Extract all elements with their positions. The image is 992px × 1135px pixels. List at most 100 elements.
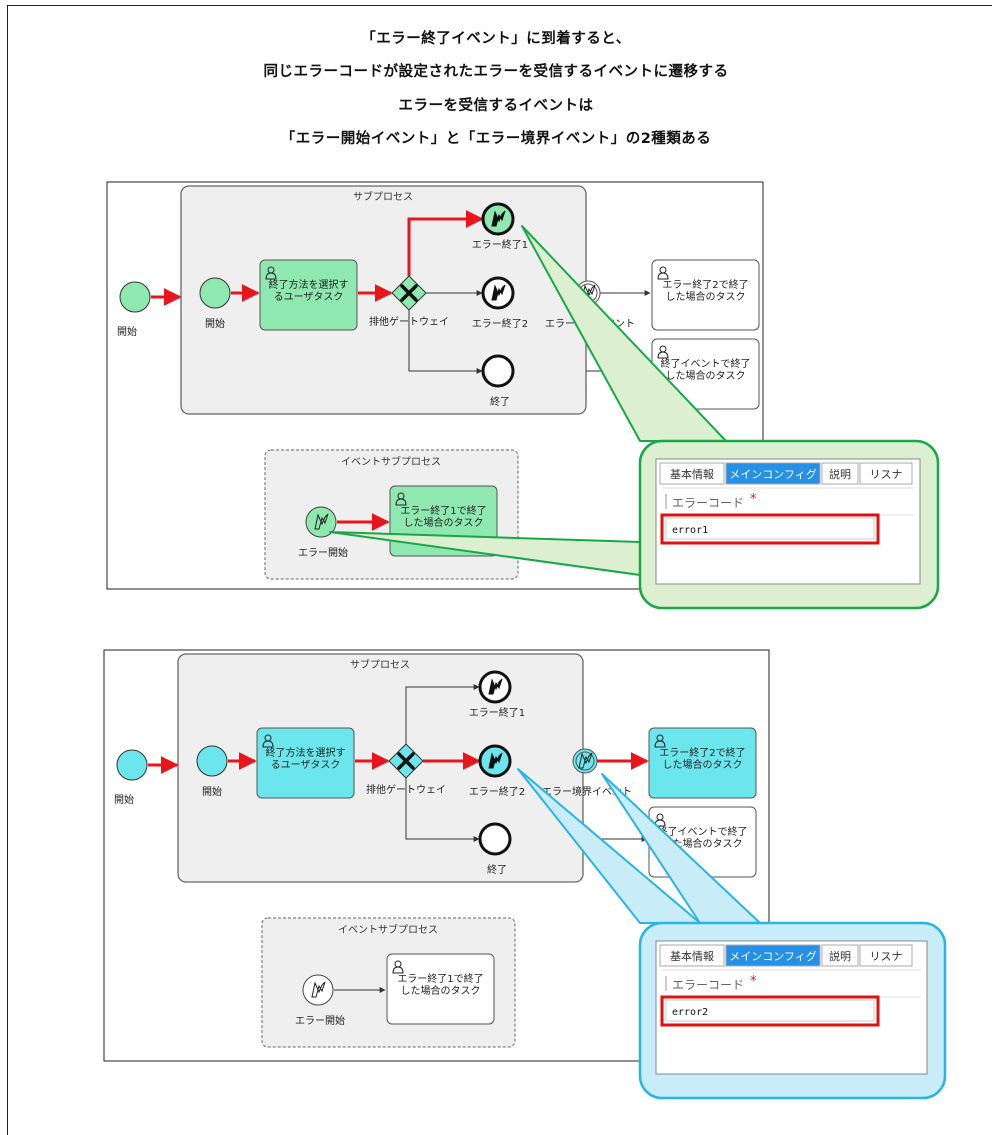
task-error-end-2[interactable] xyxy=(648,727,757,799)
error-boundary-event-inner xyxy=(575,751,595,771)
user-icon xyxy=(657,266,669,280)
task-error-end-2-label: した場合のタスク xyxy=(666,290,746,303)
error-code-highlight xyxy=(660,513,880,545)
tab-label: 説明 xyxy=(829,949,851,963)
inner-start-label: 開始 xyxy=(205,317,225,330)
task-normal-end-label: 終了イベントで終了 xyxy=(661,357,751,370)
error-end-2-label: エラー終了2 xyxy=(472,317,528,330)
error-code-label: エラーコード xyxy=(672,496,744,510)
error-end-2-label: エラー終了2 xyxy=(469,785,525,798)
user-task[interactable] xyxy=(256,727,355,799)
task-normal-end-label: した場合のタスク xyxy=(663,837,743,850)
required-mark: * xyxy=(750,974,757,989)
heading-line-2: 同じエラーコードが設定されたエラーを受信するイベントに遷移する xyxy=(263,64,729,80)
subprocess[interactable] xyxy=(180,185,587,415)
page-frame xyxy=(7,5,992,1135)
flow-gateway-to-end xyxy=(408,310,483,374)
user-icon-body xyxy=(265,272,277,280)
user-task-label: るユーザタスク xyxy=(271,759,341,771)
gateway-x-icon xyxy=(400,284,418,302)
tab-label: リスナ xyxy=(870,950,903,963)
error-end-1-label: エラー終了1 xyxy=(469,706,525,719)
user-icon xyxy=(265,266,277,280)
tab-label: 基本情報 xyxy=(670,467,714,481)
tab-label: 基本情報 xyxy=(670,949,714,963)
user-icon-body xyxy=(395,498,407,506)
user-icon-body xyxy=(654,740,666,748)
lightning-icon xyxy=(578,752,593,769)
event-subprocess-title: イベントサブプロセス xyxy=(338,923,438,936)
task-error-end-2-label: した場合のタスク xyxy=(663,758,743,771)
error-start-label: エラー開始 xyxy=(295,1014,345,1027)
task-error-end-2[interactable] xyxy=(651,259,760,331)
user-task-label: 終了方法を選択す xyxy=(269,278,349,291)
heading-line-1: 「エラー終了イベント」に到着すると、 xyxy=(361,31,631,47)
task-error-end-2-label: エラー終了2で終了 xyxy=(659,746,745,759)
lightning-icon xyxy=(491,284,506,301)
user-icon-body xyxy=(657,272,669,280)
tab-2[interactable] xyxy=(821,944,859,967)
tab-label: リスナ xyxy=(870,468,903,481)
user-task-label: 終了方法を選択す xyxy=(266,746,346,759)
callout-1: 基本情報メインコンフィグ説明リスナエラーコード*error1 xyxy=(329,225,940,610)
user-icon xyxy=(654,813,666,827)
flow-gateway-to-end xyxy=(405,778,480,842)
flow-gateway-to-error-end-1 xyxy=(405,684,480,744)
start-event[interactable] xyxy=(116,749,148,781)
task-error-end-1-label: した場合のタスク xyxy=(404,516,484,529)
inner-start-label: 開始 xyxy=(202,785,222,798)
end-event[interactable] xyxy=(481,354,515,388)
start-label: 開始 xyxy=(114,793,134,806)
error-start-label: エラー開始 xyxy=(298,546,348,559)
tab-0[interactable] xyxy=(659,944,725,967)
start-event[interactable] xyxy=(119,281,151,313)
user-icon-body xyxy=(392,966,404,974)
lightning-icon xyxy=(488,678,503,695)
task-error-end-1-label: エラー終了1で終了 xyxy=(397,972,483,985)
user-icon xyxy=(392,960,404,974)
error-code-input[interactable] xyxy=(665,999,875,1022)
tab-3[interactable] xyxy=(859,944,913,967)
tab-1[interactable] xyxy=(725,462,821,485)
task-error-end-1-label: エラー終了1で終了 xyxy=(400,504,486,517)
subprocess[interactable] xyxy=(177,653,584,883)
task-error-end-1[interactable] xyxy=(386,953,495,1025)
user-icon-body xyxy=(654,819,666,827)
error-code-label: エラーコード xyxy=(672,978,744,992)
subprocess-title: サブプロセス xyxy=(350,658,410,671)
inner-start-event[interactable] xyxy=(199,277,231,309)
task-error-end-1-label: した場合のタスク xyxy=(401,984,481,997)
lightning-icon xyxy=(311,981,326,998)
user-icon xyxy=(262,734,274,748)
error-end-1-label: エラー終了1 xyxy=(472,238,528,251)
lightning-icon xyxy=(488,752,503,769)
heading-line-3: エラーを受信するイベントは xyxy=(398,98,594,114)
start-label: 開始 xyxy=(117,325,137,338)
user-icon xyxy=(654,734,666,748)
gateway-x-icon xyxy=(397,752,415,770)
tab-0[interactable] xyxy=(659,462,725,485)
error-code-value: error2 xyxy=(672,1007,708,1018)
lightning-icon xyxy=(314,513,329,530)
user-task[interactable] xyxy=(259,259,358,331)
inner-start-event[interactable] xyxy=(196,745,228,777)
user-icon-body xyxy=(262,740,274,748)
subprocess-title: サブプロセス xyxy=(353,190,413,203)
flow-gateway-to-error-end-1 xyxy=(407,210,484,276)
event-subprocess-title: イベントサブプロセス xyxy=(341,455,441,468)
task-normal-end-label: 終了イベントで終了 xyxy=(658,825,748,838)
lightning-icon xyxy=(491,210,506,227)
error-code-highlight xyxy=(660,995,880,1027)
required-mark: * xyxy=(750,492,757,507)
callout-2: 基本情報メインコンフィグ説明リスナエラーコード*error2 xyxy=(517,768,947,1100)
end-event[interactable] xyxy=(478,822,512,856)
user-icon xyxy=(395,492,407,506)
heading-line-4: 「エラー開始イベント」と「エラー境界イベント」の2種類ある xyxy=(280,131,712,147)
tab-3[interactable] xyxy=(859,462,913,485)
tab-1[interactable] xyxy=(725,944,821,967)
error-code-input[interactable] xyxy=(665,517,875,540)
tab-2[interactable] xyxy=(821,462,859,485)
error-code-value: error1 xyxy=(672,525,708,536)
task-error-end-2-label: エラー終了2で終了 xyxy=(662,278,748,291)
task-normal-end-label: した場合のタスク xyxy=(666,369,746,382)
